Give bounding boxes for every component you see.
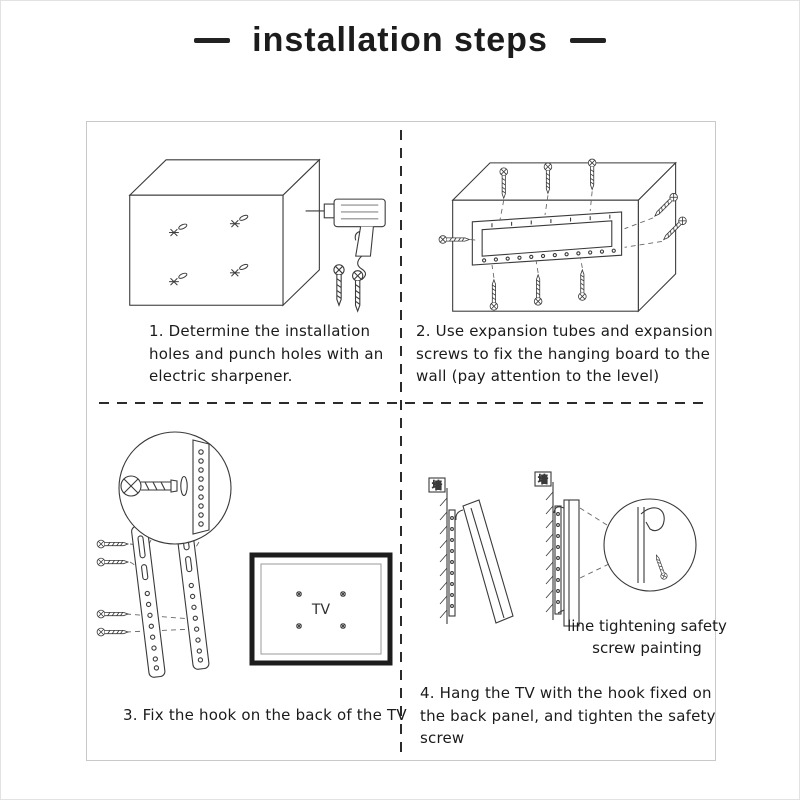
wall-label: 墙 bbox=[432, 479, 442, 492]
step-1-panel: 1. Determine the installation holes and … bbox=[87, 122, 400, 402]
leader-lines bbox=[470, 191, 662, 278]
safety-screw-magnifier bbox=[603, 498, 697, 592]
screw-icon bbox=[333, 264, 345, 306]
step-4-illustration: 墙 墙 bbox=[428, 471, 697, 627]
page-header: installation steps bbox=[1, 21, 799, 60]
wall-box bbox=[128, 158, 321, 307]
hanging-board bbox=[471, 211, 623, 266]
electric-drill-icon bbox=[305, 198, 386, 281]
step-2-caption: 2. Use expansion tubes and expansion scr… bbox=[416, 322, 714, 385]
page-title: installation steps bbox=[252, 21, 548, 59]
step-4-annotation: line tightening safety screw painting bbox=[567, 617, 727, 657]
mounted-tv-assembly: 墙 bbox=[534, 471, 580, 627]
step-4-caption: 4. Hang the TV with the hook fixed on th… bbox=[420, 684, 716, 747]
step-3-panel: TV 3. Fix the hook on the back of the TV bbox=[87, 404, 407, 760]
step-3-illustration: TV bbox=[96, 431, 393, 679]
diagram-frame: 1. Determine the installation holes and … bbox=[86, 121, 727, 761]
screw-detail-magnifier bbox=[118, 431, 232, 545]
vertical-divider bbox=[400, 130, 402, 754]
tv-label: TV bbox=[311, 602, 331, 618]
tv-bracket-left bbox=[130, 524, 167, 679]
title-rule-right bbox=[569, 38, 606, 43]
step-1-caption: 1. Determine the installation holes and … bbox=[149, 322, 384, 385]
hook-screws bbox=[96, 539, 129, 637]
step-2-panel: 2. Use expansion tubes and expansion scr… bbox=[402, 122, 717, 402]
title-rule-left bbox=[194, 38, 231, 43]
horizontal-divider bbox=[99, 402, 705, 404]
tv-back-panel: TV bbox=[249, 552, 393, 666]
step-4-panel: 墙 墙 bbox=[402, 404, 727, 760]
tilted-tv-assembly: 墙 bbox=[428, 477, 514, 624]
step-1-illustration bbox=[128, 158, 386, 312]
screw-icon bbox=[352, 270, 364, 312]
step-3-caption: 3. Fix the hook on the back of the TV bbox=[123, 706, 407, 724]
step-2-illustration bbox=[438, 158, 689, 313]
wall-label: 墙 bbox=[538, 473, 548, 486]
